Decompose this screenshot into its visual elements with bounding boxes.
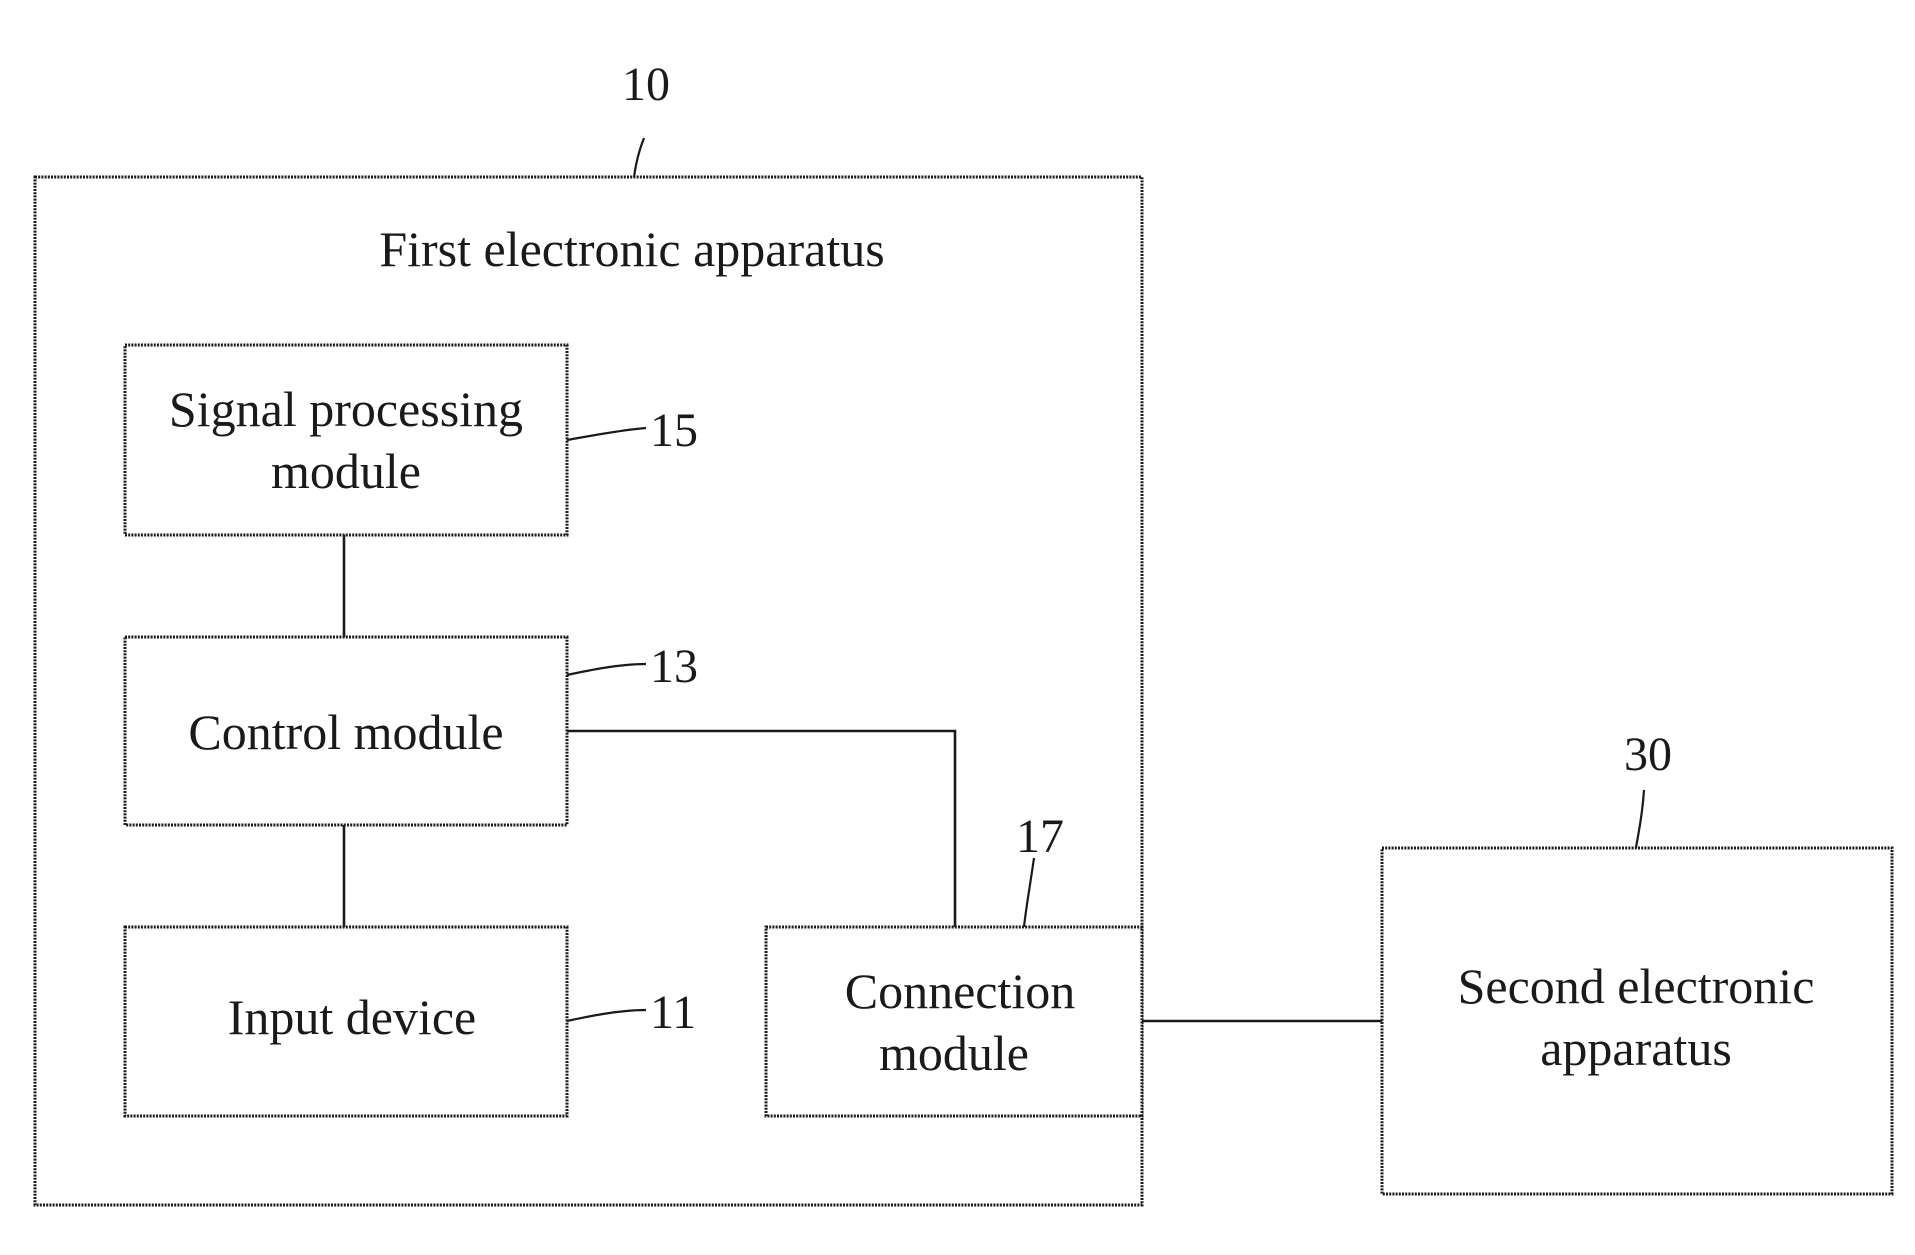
first-apparatus-ref-leader (634, 138, 644, 177)
second-apparatus-label-line1: Second electronic (1458, 958, 1815, 1014)
connection-module-label-line1: Connection (845, 963, 1076, 1019)
second-apparatus: Second electronic apparatus 30 (1382, 728, 1892, 1194)
input-device-label: Input device (228, 989, 477, 1045)
second-apparatus-ref-leader (1636, 790, 1644, 848)
signal-processing-module-ref: 15 (650, 404, 698, 457)
second-apparatus-label-line2: apparatus (1540, 1020, 1732, 1076)
connection-module-ref: 17 (1016, 810, 1064, 863)
control-module-ref: 13 (650, 640, 698, 693)
signal-processing-module-label-line2: module (271, 443, 421, 499)
connection-module-label-line2: module (879, 1025, 1029, 1081)
second-apparatus-ref: 30 (1624, 728, 1672, 781)
first-apparatus-ref: 10 (622, 58, 670, 111)
control-module-label: Control module (188, 704, 503, 760)
signal-processing-module-label-line1: Signal processing (169, 381, 523, 437)
input-device-ref: 11 (650, 986, 696, 1039)
signal-processing-module-box (125, 345, 567, 535)
first-apparatus-title: First electronic apparatus (379, 221, 884, 277)
connection-module-box (766, 927, 1142, 1116)
